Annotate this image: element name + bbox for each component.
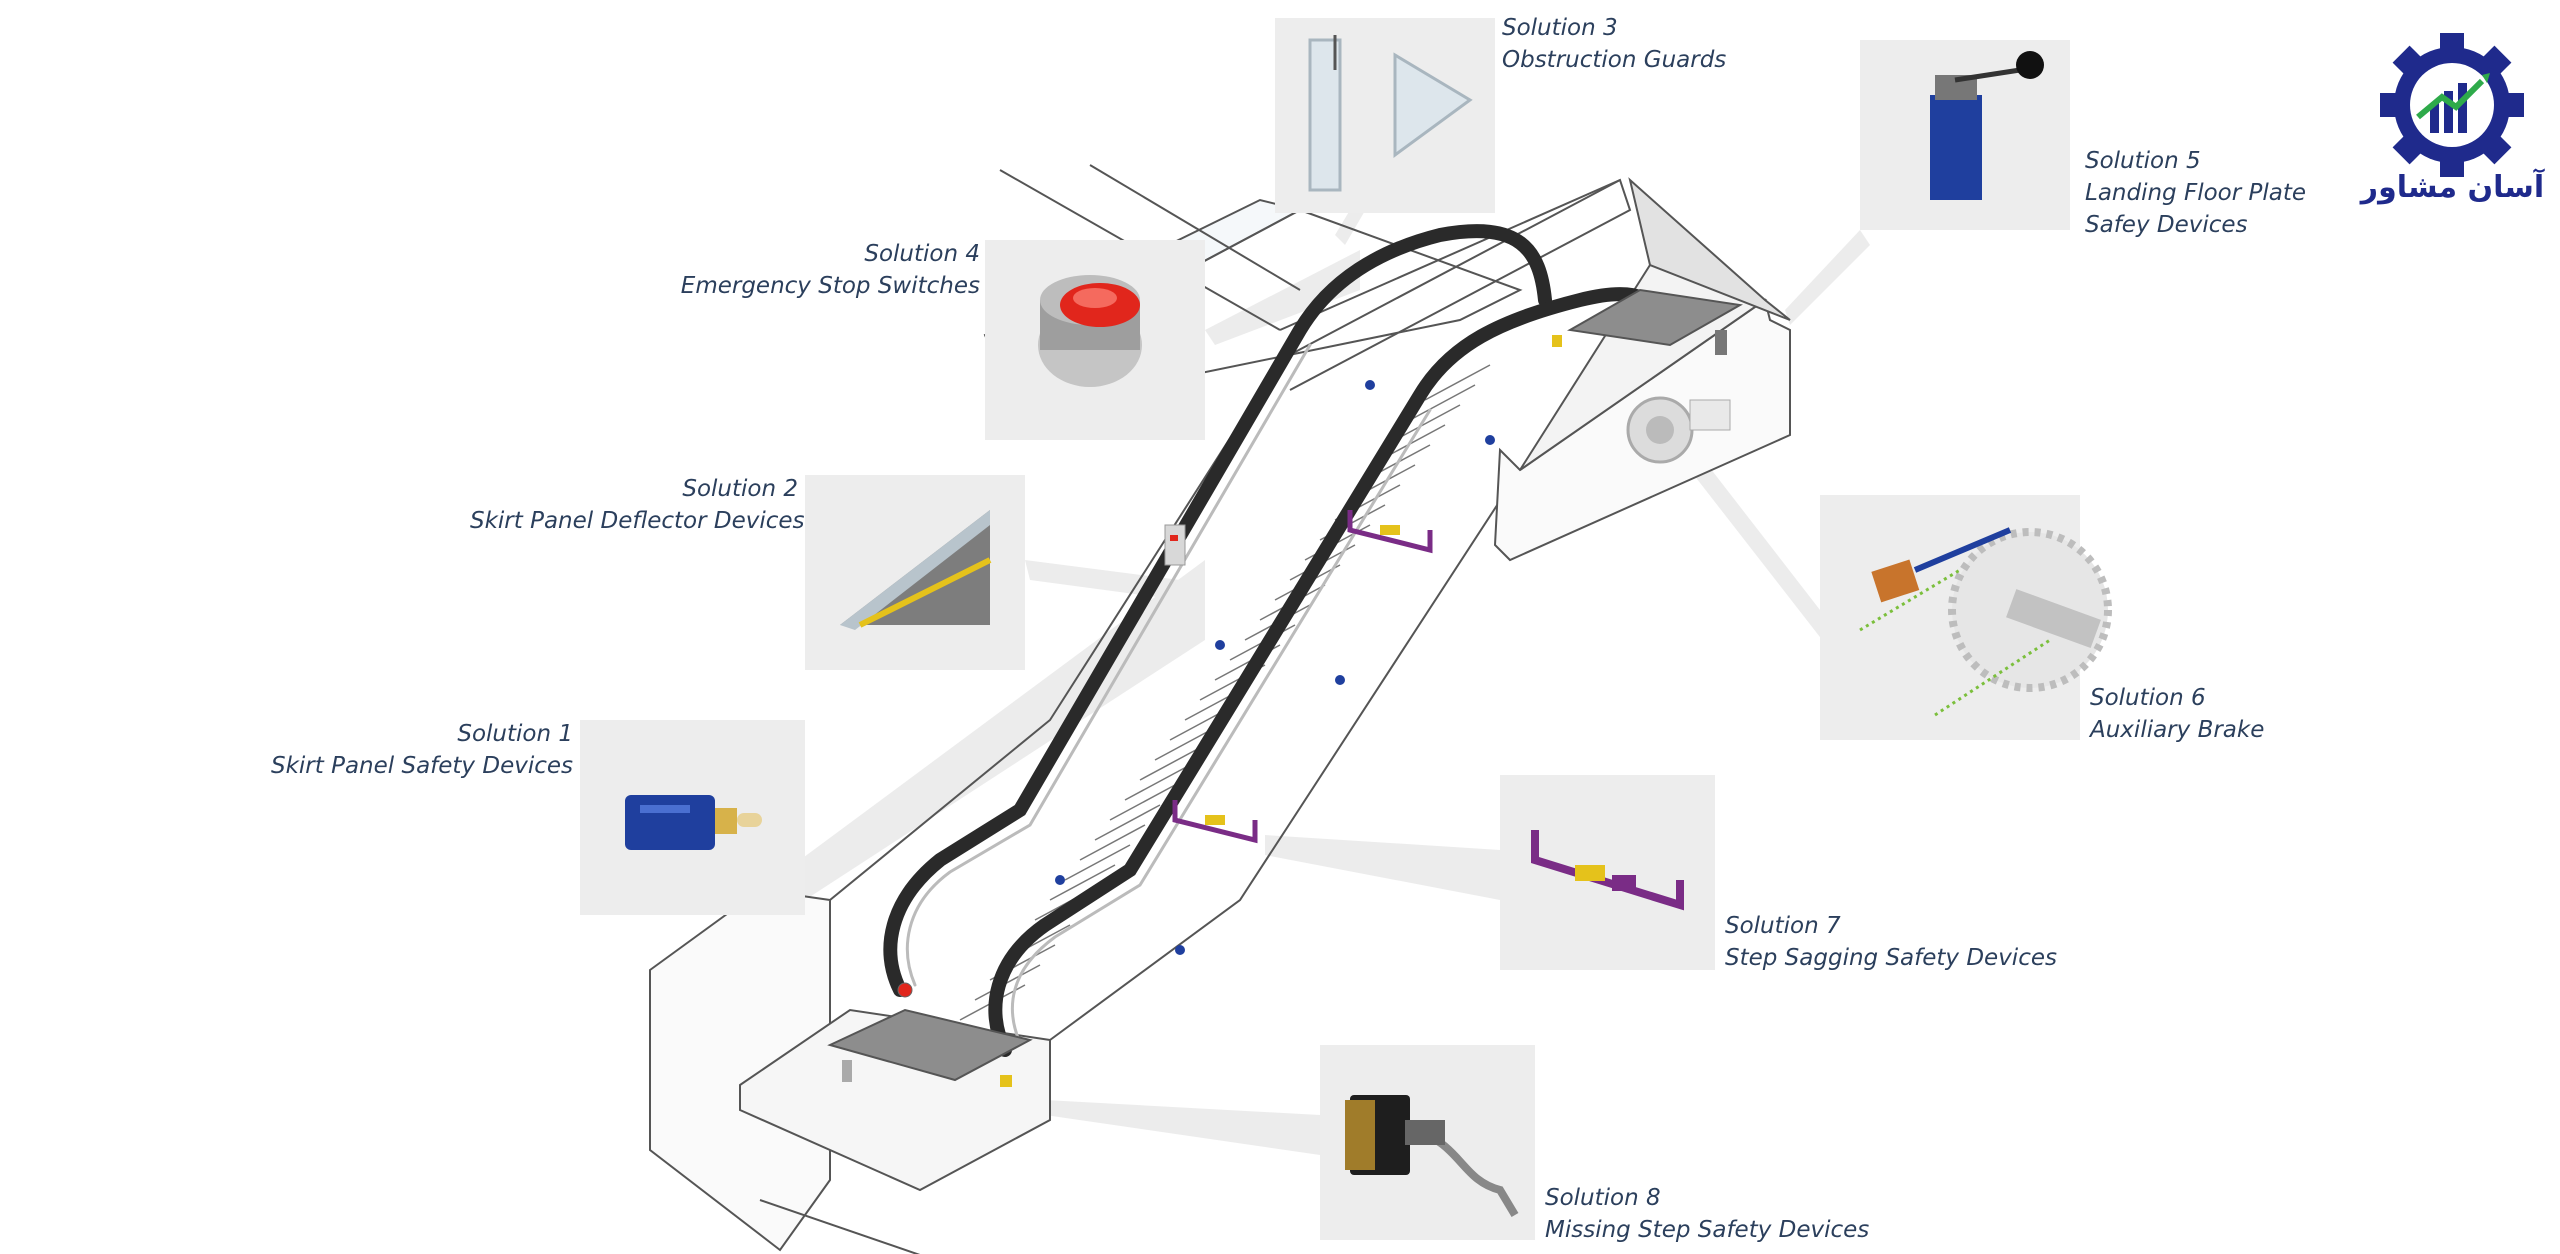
solution-7-subtitle: Step Sagging Safety Devices [1725, 945, 2057, 971]
solution-8-subtitle: Missing Step Safety Devices [1545, 1217, 1870, 1243]
label-solution-1: Solution 1 Skirt Panel Safety Devices [270, 718, 573, 782]
label-solution-4: Solution 4 Emergency Stop Switches [640, 238, 980, 302]
solution-5-subtitle-line-1: Landing Floor Plate [2085, 180, 2307, 206]
solution-5-title: Solution 5 [2085, 148, 2201, 174]
callout-box-solution-4 [985, 240, 1205, 440]
drive-machine [1626, 396, 1731, 464]
solution-2-title: Solution 2 [682, 476, 798, 502]
solution-1-title: Solution 1 [457, 721, 573, 747]
label-solution-3: Solution 3 Obstruction Guards [1502, 12, 1726, 76]
solution-3-subtitle: Obstruction Guards [1502, 47, 1727, 73]
callout-connectors [800, 185, 1870, 1155]
solution-5-subtitle-line-2: Safey Devices [2085, 212, 2248, 238]
callout-box-solution-8 [1320, 1045, 1535, 1240]
label-solution-7: Solution 7 Step Sagging Safety Devices [1725, 910, 2057, 974]
callout-box-solution-6 [1820, 495, 2112, 740]
solution-2-subtitle: Skirt Panel Deflector Devices [470, 508, 805, 534]
solution-8-title: Solution 8 [1545, 1185, 1661, 1211]
callout-box-solution-7 [1500, 775, 1715, 970]
upper-floor-plate [1567, 288, 1743, 347]
callout-box-solution-5 [1860, 40, 2070, 230]
callout-box-solution-2 [805, 475, 1025, 670]
label-solution-5: Solution 5 Landing Floor Plate Safey Dev… [2085, 145, 2306, 241]
solution-3-title: Solution 3 [1502, 15, 1618, 41]
left-handrail [883, 224, 1552, 997]
lower-floor-plate [827, 1008, 1033, 1087]
solution-1-subtitle: Skirt Panel Safety Devices [270, 753, 573, 779]
solution-4-subtitle: Emergency Stop Switches [680, 273, 980, 299]
label-solution-8: Solution 8 Missing Step Safety Devices [1545, 1182, 1869, 1246]
device-markers [897, 330, 1727, 998]
solution-4-title: Solution 4 [864, 241, 980, 267]
callout-box-solution-1 [580, 720, 805, 915]
solution-6-title: Solution 6 [2090, 685, 2206, 711]
label-solution-6: Solution 6 Auxiliary Brake [2090, 682, 2264, 746]
solution-6-subtitle: Auxiliary Brake [2090, 717, 2265, 743]
logo-text: آسان مشاور [2360, 170, 2545, 205]
label-solution-2: Solution 2 Skirt Panel Deflector Devices [470, 473, 805, 537]
gear-growth-chart-icon [2380, 33, 2524, 177]
callout-box-solution-3 [1275, 18, 1495, 213]
solution-7-title: Solution 7 [1725, 913, 1841, 939]
